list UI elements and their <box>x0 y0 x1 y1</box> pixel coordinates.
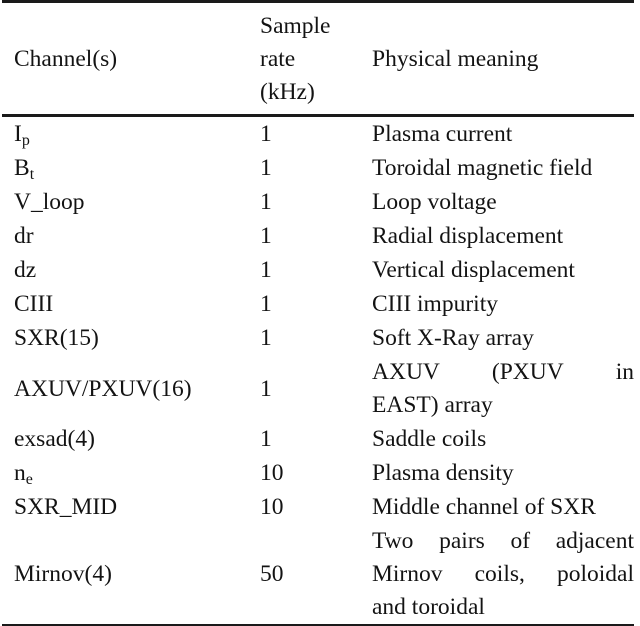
table-head: Channel(s) Sample rate (kHz) Physical me… <box>2 0 634 117</box>
cell-physical-meaning: Middle channel of SXR <box>362 490 634 524</box>
cell-channel: SXR(15) <box>2 321 250 355</box>
table-row: Ip 1 Plasma current <box>2 116 634 152</box>
cell-physical-meaning: Radial displacement <box>362 219 634 253</box>
channel-name: AXUV/PXUV(16) <box>14 375 192 402</box>
sample-rate-line-3: (kHz) <box>260 79 315 105</box>
meaning-line: Saddle coils <box>372 426 487 452</box>
cell-channel: dz <box>2 253 250 287</box>
channel-name: n <box>14 460 26 486</box>
meaning-line: Vertical displacement <box>372 257 575 283</box>
cell-physical-meaning: AXUV (PXUV in EAST) array <box>362 355 634 422</box>
cell-channel: SXR_MID <box>2 490 250 524</box>
cell-sample-rate: 1 <box>260 189 272 215</box>
cell-physical-meaning: Loop voltage <box>362 185 634 219</box>
cell-sample-rate: 1 <box>260 223 272 249</box>
cell-physical-meaning: Toroidal magnetic field <box>362 151 634 185</box>
channel-name: I <box>14 121 22 147</box>
channel-name: CIII <box>14 291 54 317</box>
table-row: AXUV/PXUV(16) 1 AXUV (PXUV in EAST) array <box>2 355 634 422</box>
cell-sample-rate: 10 <box>260 460 284 486</box>
meaning-line: and toroidal <box>372 594 485 620</box>
cell-sample-rate: 50 <box>250 524 362 626</box>
channel-subscript: p <box>21 132 30 150</box>
channel-name: B <box>14 155 30 181</box>
meaning-line: Loop voltage <box>372 189 497 215</box>
meaning-line: Plasma density <box>372 460 514 486</box>
cell-sample-rate: 1 <box>260 375 272 402</box>
table-row: dz 1 Vertical displacement <box>2 253 634 287</box>
table-row: exsad(4) 1 Saddle coils <box>2 422 634 456</box>
channel-subscript: t <box>29 166 35 184</box>
meaning-line: Toroidal magnetic field <box>372 155 593 181</box>
cell-physical-meaning: Plasma density <box>362 456 634 490</box>
table-row: Bt 1 Toroidal magnetic field <box>2 151 634 185</box>
cell-channel: V_loop <box>2 185 250 219</box>
cell-physical-meaning: Plasma current <box>362 116 634 152</box>
meaning-line: Two pairs of adjacent <box>372 528 634 554</box>
table-row: V_loop 1 Loop voltage <box>2 185 634 219</box>
cell-physical-meaning: CIII impurity <box>362 287 634 321</box>
table-row: SXR_MID 10 Middle channel of SXR <box>2 490 634 524</box>
table-row: ne 10 Plasma density <box>2 456 634 490</box>
cell-sample-rate: 1 <box>260 121 272 147</box>
cell-sample-rate: 1 <box>260 291 272 317</box>
channel-name: SXR_MID <box>14 494 118 520</box>
table-row: SXR(15) 1 Soft X-Ray array <box>2 321 634 355</box>
cell-channel: ne <box>2 456 250 490</box>
channel-subscript: e <box>25 471 33 489</box>
channel-name: exsad(4) <box>14 426 95 452</box>
meaning-line: CIII impurity <box>372 291 498 317</box>
meaning-line: Plasma current <box>372 121 513 147</box>
meaning-line: EAST) array <box>372 392 493 418</box>
cell-sample-rate: 1 <box>260 426 272 452</box>
cell-physical-meaning: Vertical displacement <box>362 253 634 287</box>
channel-name: dz <box>14 257 37 283</box>
sample-rate-line-2: rate <box>260 46 296 72</box>
sample-rate-line-1: Sample <box>260 13 331 39</box>
cell-sample-rate: 1 <box>260 257 272 283</box>
column-header-sample-rate: Sample rate (kHz) <box>250 0 362 117</box>
cell-channel: Ip <box>2 116 250 152</box>
cell-sample-rate: 1 <box>260 325 272 351</box>
cell-sample-rate: 1 <box>260 155 272 181</box>
channel-name: dr <box>14 223 34 249</box>
channel-name: SXR(15) <box>14 325 99 351</box>
cell-channel: dr <box>2 219 250 253</box>
cell-channel: Bt <box>2 151 250 185</box>
channel-name: V_loop <box>14 189 85 215</box>
cell-physical-meaning: Saddle coils <box>362 422 634 456</box>
cell-sample-rate: 10 <box>260 494 284 520</box>
table-row: dr 1 Radial displacement <box>2 219 634 253</box>
table-row: CIII 1 CIII impurity <box>2 287 634 321</box>
meaning-line: Soft X-Ray array <box>372 325 534 351</box>
table-header-row: Channel(s) Sample rate (kHz) Physical me… <box>2 0 634 117</box>
meaning-line: Mirnov coils, poloidal <box>372 561 634 587</box>
cell-channel: exsad(4) <box>2 422 250 456</box>
column-header-channel: Channel(s) <box>2 0 250 117</box>
cell-channel: CIII <box>2 287 250 321</box>
column-header-physical-meaning: Physical meaning <box>362 0 634 117</box>
channel-name: Mirnov(4) <box>14 561 112 587</box>
cell-physical-meaning: Soft X-Ray array <box>362 321 634 355</box>
cell-channel: AXUV/PXUV(16) <box>2 355 250 422</box>
meaning-line: Middle channel of SXR <box>372 494 596 520</box>
cell-channel: Mirnov(4) <box>2 524 250 626</box>
meaning-line: AXUV (PXUV in <box>372 359 634 385</box>
meaning-line: Radial displacement <box>372 223 564 249</box>
